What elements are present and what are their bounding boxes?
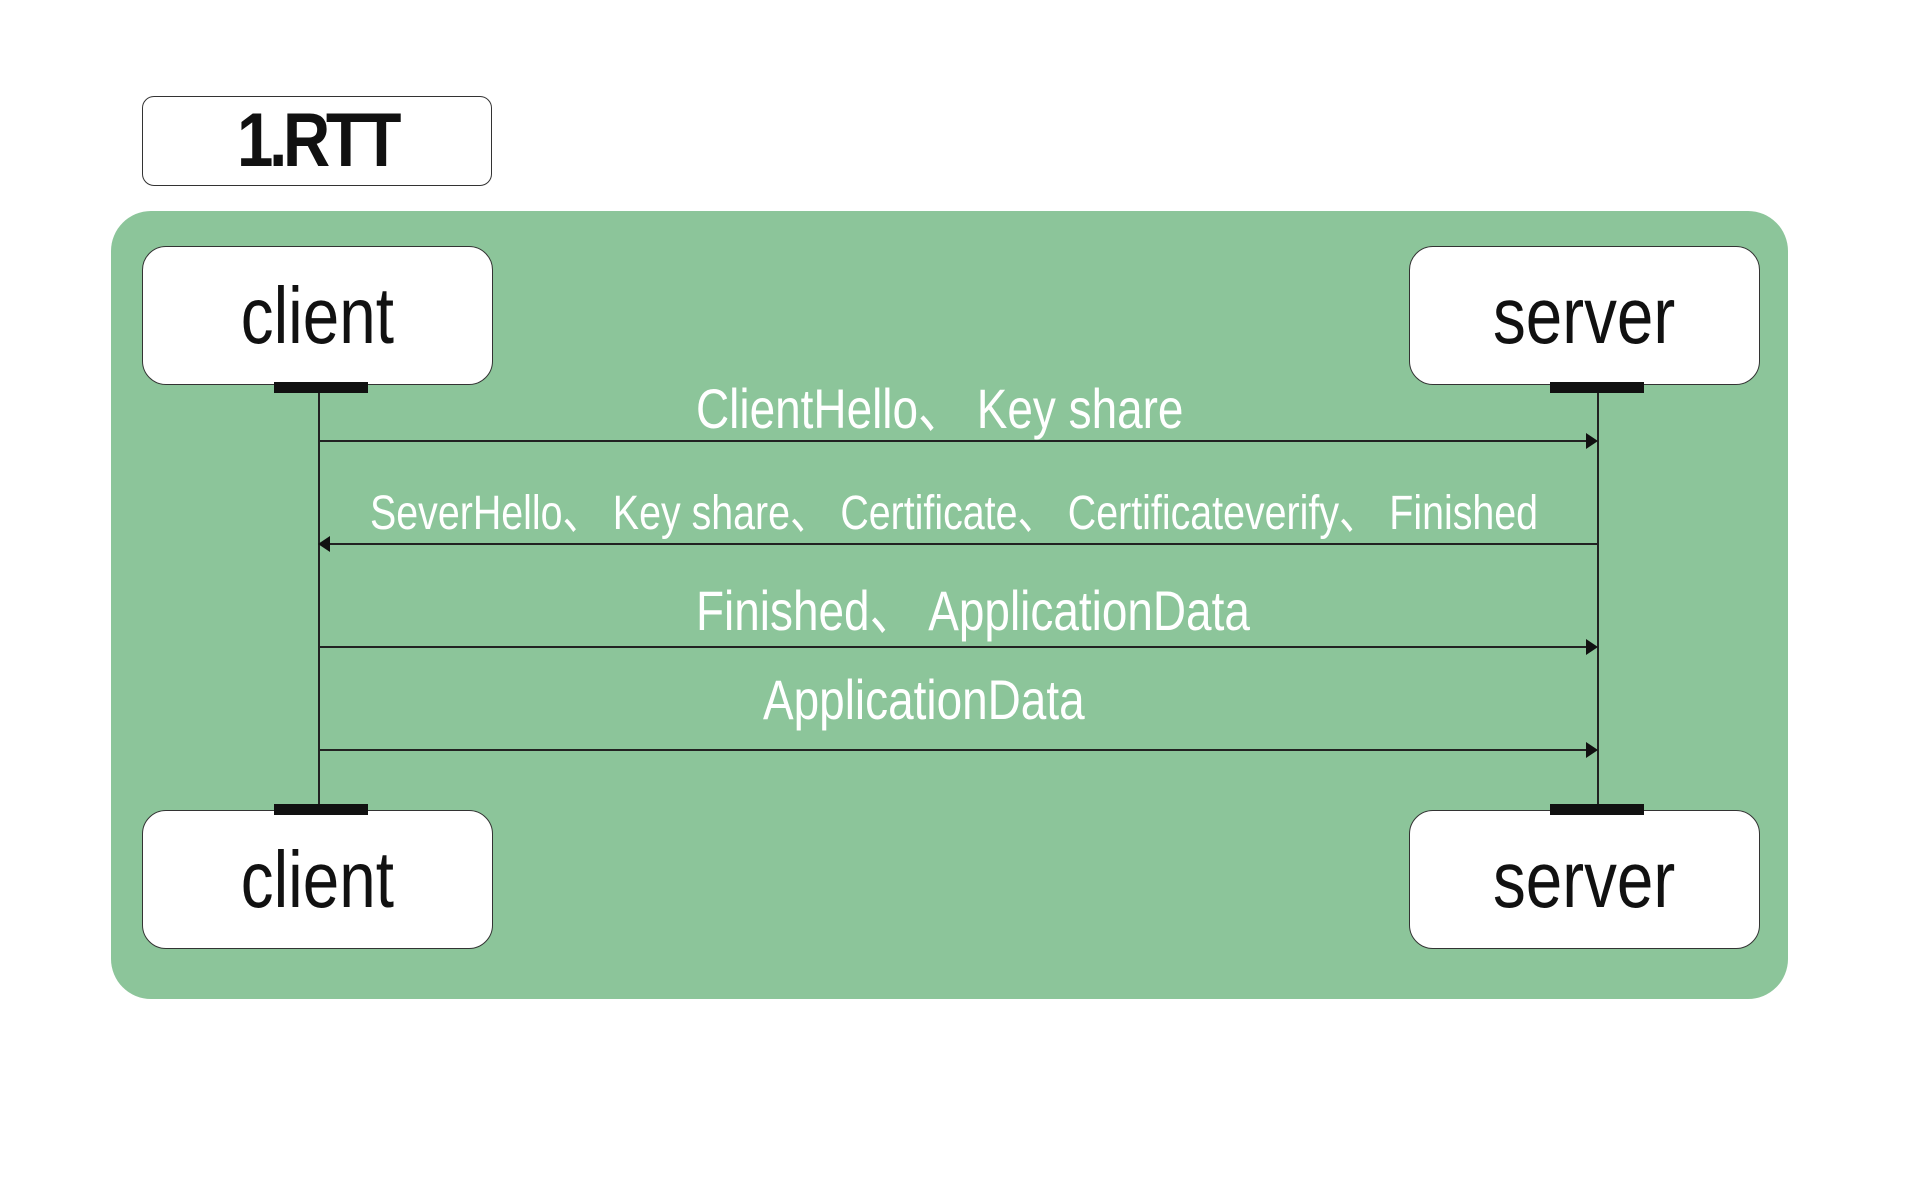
message-label-4: ApplicationData — [763, 668, 1085, 731]
client-label-bottom: client — [240, 834, 395, 924]
arrow-head-1 — [1586, 433, 1598, 449]
message-arrow-3 — [318, 646, 1586, 648]
client-lifeline-head-bottom — [274, 804, 368, 815]
client-lifeline-head-top — [274, 382, 368, 393]
server-box-top: server — [1409, 246, 1760, 385]
server-lifeline-head-top — [1550, 382, 1644, 393]
diagram-title-box: 1.RTT — [142, 96, 492, 186]
client-box-top: client — [142, 246, 493, 385]
arrow-head-3 — [1586, 639, 1598, 655]
arrow-head-4 — [1586, 742, 1598, 758]
client-box-bottom: client — [142, 810, 493, 949]
arrow-head-2 — [318, 536, 330, 552]
message-arrow-4 — [318, 749, 1586, 751]
message-arrow-1 — [318, 440, 1586, 442]
message-label-1: ClientHello、 Key share — [696, 377, 1184, 440]
server-lifeline — [1597, 392, 1599, 807]
message-arrow-2 — [330, 543, 1598, 545]
server-label-bottom: server — [1493, 834, 1676, 924]
server-label-top: server — [1493, 270, 1676, 360]
message-label-2: SeverHello、 Key share、 Certificate、 Cert… — [370, 487, 1539, 540]
diagram-title: 1.RTT — [236, 98, 401, 183]
client-label-top: client — [240, 270, 395, 360]
server-box-bottom: server — [1409, 810, 1760, 949]
server-lifeline-head-bottom — [1550, 804, 1644, 815]
client-lifeline — [318, 392, 320, 807]
message-label-3: Finished、 ApplicationData — [696, 579, 1250, 642]
